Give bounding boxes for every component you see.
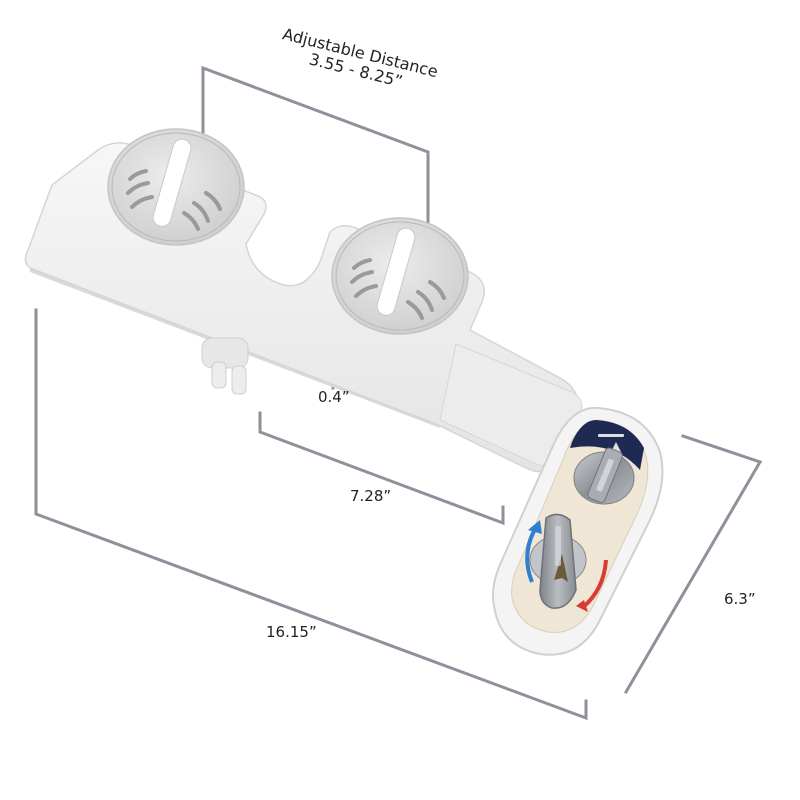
width-bracket [623,434,763,695]
pressure-knob-icon [573,447,635,505]
length-bracket [34,308,588,721]
dimension-lines [34,65,763,721]
control-unit [492,406,664,656]
adjustable-distance-bracket [201,65,430,227]
thickness-label: 0.4” [318,388,350,406]
slot-disc-right [331,217,469,335]
temperature-lever-icon [529,513,587,609]
overall-width-label: 6.3” [724,590,756,608]
brand-panel [570,420,644,470]
hose-connector [201,337,249,395]
bracket-spacing-label: 7.28” [350,487,392,505]
spacing-bracket [258,411,505,526]
overall-length-label: 16.15” [266,623,317,641]
slot-disc-left [107,128,245,246]
